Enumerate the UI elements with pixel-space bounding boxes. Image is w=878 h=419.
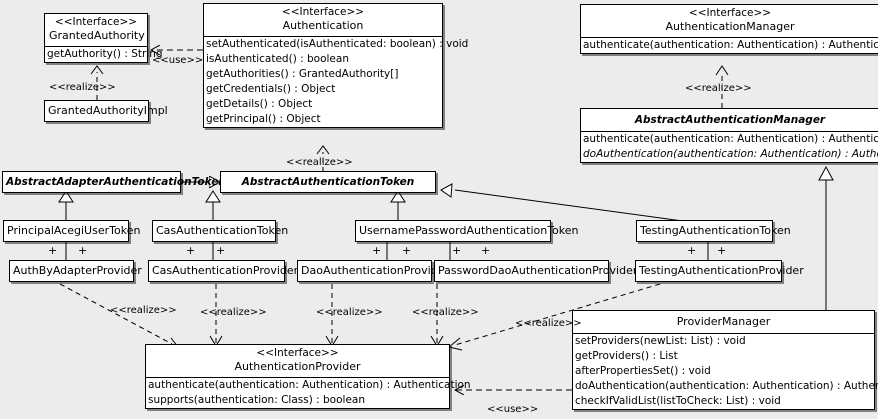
class-name: GrantedAuthorityImpl	[48, 104, 168, 117]
class-abstract-authentication-token[interactable]: AbstractAuthenticationToken	[220, 171, 436, 193]
class-name: AuthenticationManager	[665, 20, 795, 33]
class-name: CasAuthenticationToken	[156, 224, 289, 237]
operation: authenticate(authentication: Authenticat…	[583, 39, 878, 51]
class-name: PasswordDaoAuthenticationProvider	[438, 264, 638, 277]
class-cas-authentication-token[interactable]: CasAuthenticationToken	[152, 220, 289, 242]
class-auth-by-adapter-provider[interactable]: AuthByAdapterProvider	[9, 260, 142, 282]
class-authentication[interactable]: <<Interface>> Authentication setAuthenti…	[203, 3, 469, 128]
edge-label-realize-password-dao-authentication-provider: <<realize>>	[412, 307, 479, 318]
assoc-marker: +	[372, 244, 382, 257]
operation: isAuthenticated() : boolean	[206, 53, 349, 65]
class-authentication-manager[interactable]: <<Interface>> AuthenticationManager auth…	[580, 4, 878, 54]
class-name: AbstractAdapterAuthenticationToken	[6, 176, 226, 188]
assoc-marker: +	[452, 244, 462, 257]
edge-label-realize-dao-authentication-provider: <<realize>>	[316, 307, 383, 318]
class-name: CasAuthenticationProvider	[152, 264, 299, 277]
assoc-marker: +	[216, 244, 226, 257]
class-abstract-adapter-authentication-token[interactable]: AbstractAdapterAuthenticationToken	[2, 171, 226, 193]
edge-label-realize-testing-authentication-provider: <<realize>>	[515, 318, 582, 329]
class-name: UsernamePasswordAuthenticationToken	[359, 224, 579, 237]
class-username-password-authentication-token[interactable]: UsernamePasswordAuthenticationToken	[355, 220, 579, 242]
operation: doAuthentication(authentication: Authent…	[575, 380, 878, 392]
operation: getAuthorities() : GrantedAuthority[]	[206, 68, 399, 80]
assoc-marker: +	[48, 244, 58, 257]
class-name: DaoAuthenticationProvider	[301, 264, 449, 277]
class-testing-authentication-token[interactable]: TestingAuthenticationToken	[636, 220, 791, 242]
class-name: Authentication	[282, 19, 364, 32]
stereotype-label: <<Interface>>	[256, 347, 339, 359]
operation: afterPropertiesSet() : void	[575, 365, 711, 377]
assoc-marker: +	[402, 244, 412, 257]
stereotype-label: <<Interface>>	[688, 7, 772, 19]
edge-label-use-provider-manager: <<use>>	[487, 404, 539, 415]
edge-label-realize-cas-authentication-provider: <<realize>>	[200, 307, 267, 318]
operation: setProviders(newList: List) : void	[575, 335, 746, 347]
class-principal-acegi-user-token[interactable]: PrincipalAcegiUserToken	[3, 220, 141, 242]
operation: getAuthority() : String	[47, 48, 163, 60]
class-name: ProviderManager	[676, 315, 771, 328]
operation: supports(authentication: Class) : boolea…	[148, 394, 365, 406]
class-name: AbstractAuthenticationManager	[634, 114, 826, 126]
operation: getProviders() : List	[575, 350, 678, 362]
operation: getCredentials() : Object	[206, 83, 336, 95]
class-granted-authority[interactable]: <<Interface>> GrantedAuthority getAuthor…	[44, 13, 163, 63]
class-abstract-authentication-manager[interactable]: AbstractAuthenticationManager authentica…	[580, 108, 878, 163]
class-password-dao-authentication-provider[interactable]: PasswordDaoAuthenticationProvider	[434, 260, 638, 282]
assoc-marker: +	[687, 244, 697, 257]
operation: getDetails() : Object	[206, 98, 313, 110]
stereotype-label: <<Interface>>	[281, 6, 365, 18]
class-name: PrincipalAcegiUserToken	[7, 224, 141, 237]
operation: doAuthentication(authentication: Authent…	[583, 148, 878, 160]
operation: authenticate(authentication: Authenticat…	[583, 133, 878, 145]
assoc-marker: +	[481, 244, 491, 257]
class-cas-authentication-provider[interactable]: CasAuthenticationProvider	[148, 260, 299, 282]
operation: setAuthenticated(isAuthenticated: boolea…	[206, 38, 469, 50]
class-name: GrantedAuthority	[49, 29, 145, 42]
edge-label-realize-granted-authority-impl: <<realize>>	[49, 82, 116, 93]
class-provider-manager[interactable]: ProviderManager setProviders(newList: Li…	[572, 310, 878, 410]
operation: authenticate(authentication: Authenticat…	[148, 379, 471, 391]
class-granted-authority-impl[interactable]: GrantedAuthorityImpl	[44, 100, 168, 122]
stereotype-label: <<Interface>>	[54, 16, 138, 28]
operation: checkIfValidList(listToCheck: List) : vo…	[575, 395, 781, 407]
class-testing-authentication-provider[interactable]: TestingAuthenticationProvider	[635, 260, 804, 282]
class-dao-authentication-provider[interactable]: DaoAuthenticationProvider	[297, 260, 449, 282]
class-name: AbstractAuthenticationToken	[241, 176, 415, 188]
class-name: AuthenticationProvider	[234, 360, 361, 373]
edge-label-realize-auth-by-adapter-provider: <<realize>>	[110, 305, 177, 316]
edge-label-use-granted-authority: <<use>>	[152, 55, 204, 66]
class-authentication-provider[interactable]: <<Interface>> AuthenticationProvider aut…	[145, 344, 471, 409]
edge-label-realize-authentication-manager: <<realize>>	[685, 83, 752, 94]
assoc-marker: +	[717, 244, 727, 257]
assoc-marker: +	[186, 244, 196, 257]
operation: getPrincipal() : Object	[206, 113, 321, 125]
edge-label-realize-abstract-authentication-token: <<realize>>	[286, 157, 353, 168]
class-name: TestingAuthenticationToken	[640, 224, 791, 237]
class-name: AuthByAdapterProvider	[13, 264, 142, 277]
class-name: TestingAuthenticationProvider	[639, 264, 804, 277]
assoc-marker: +	[78, 244, 88, 257]
